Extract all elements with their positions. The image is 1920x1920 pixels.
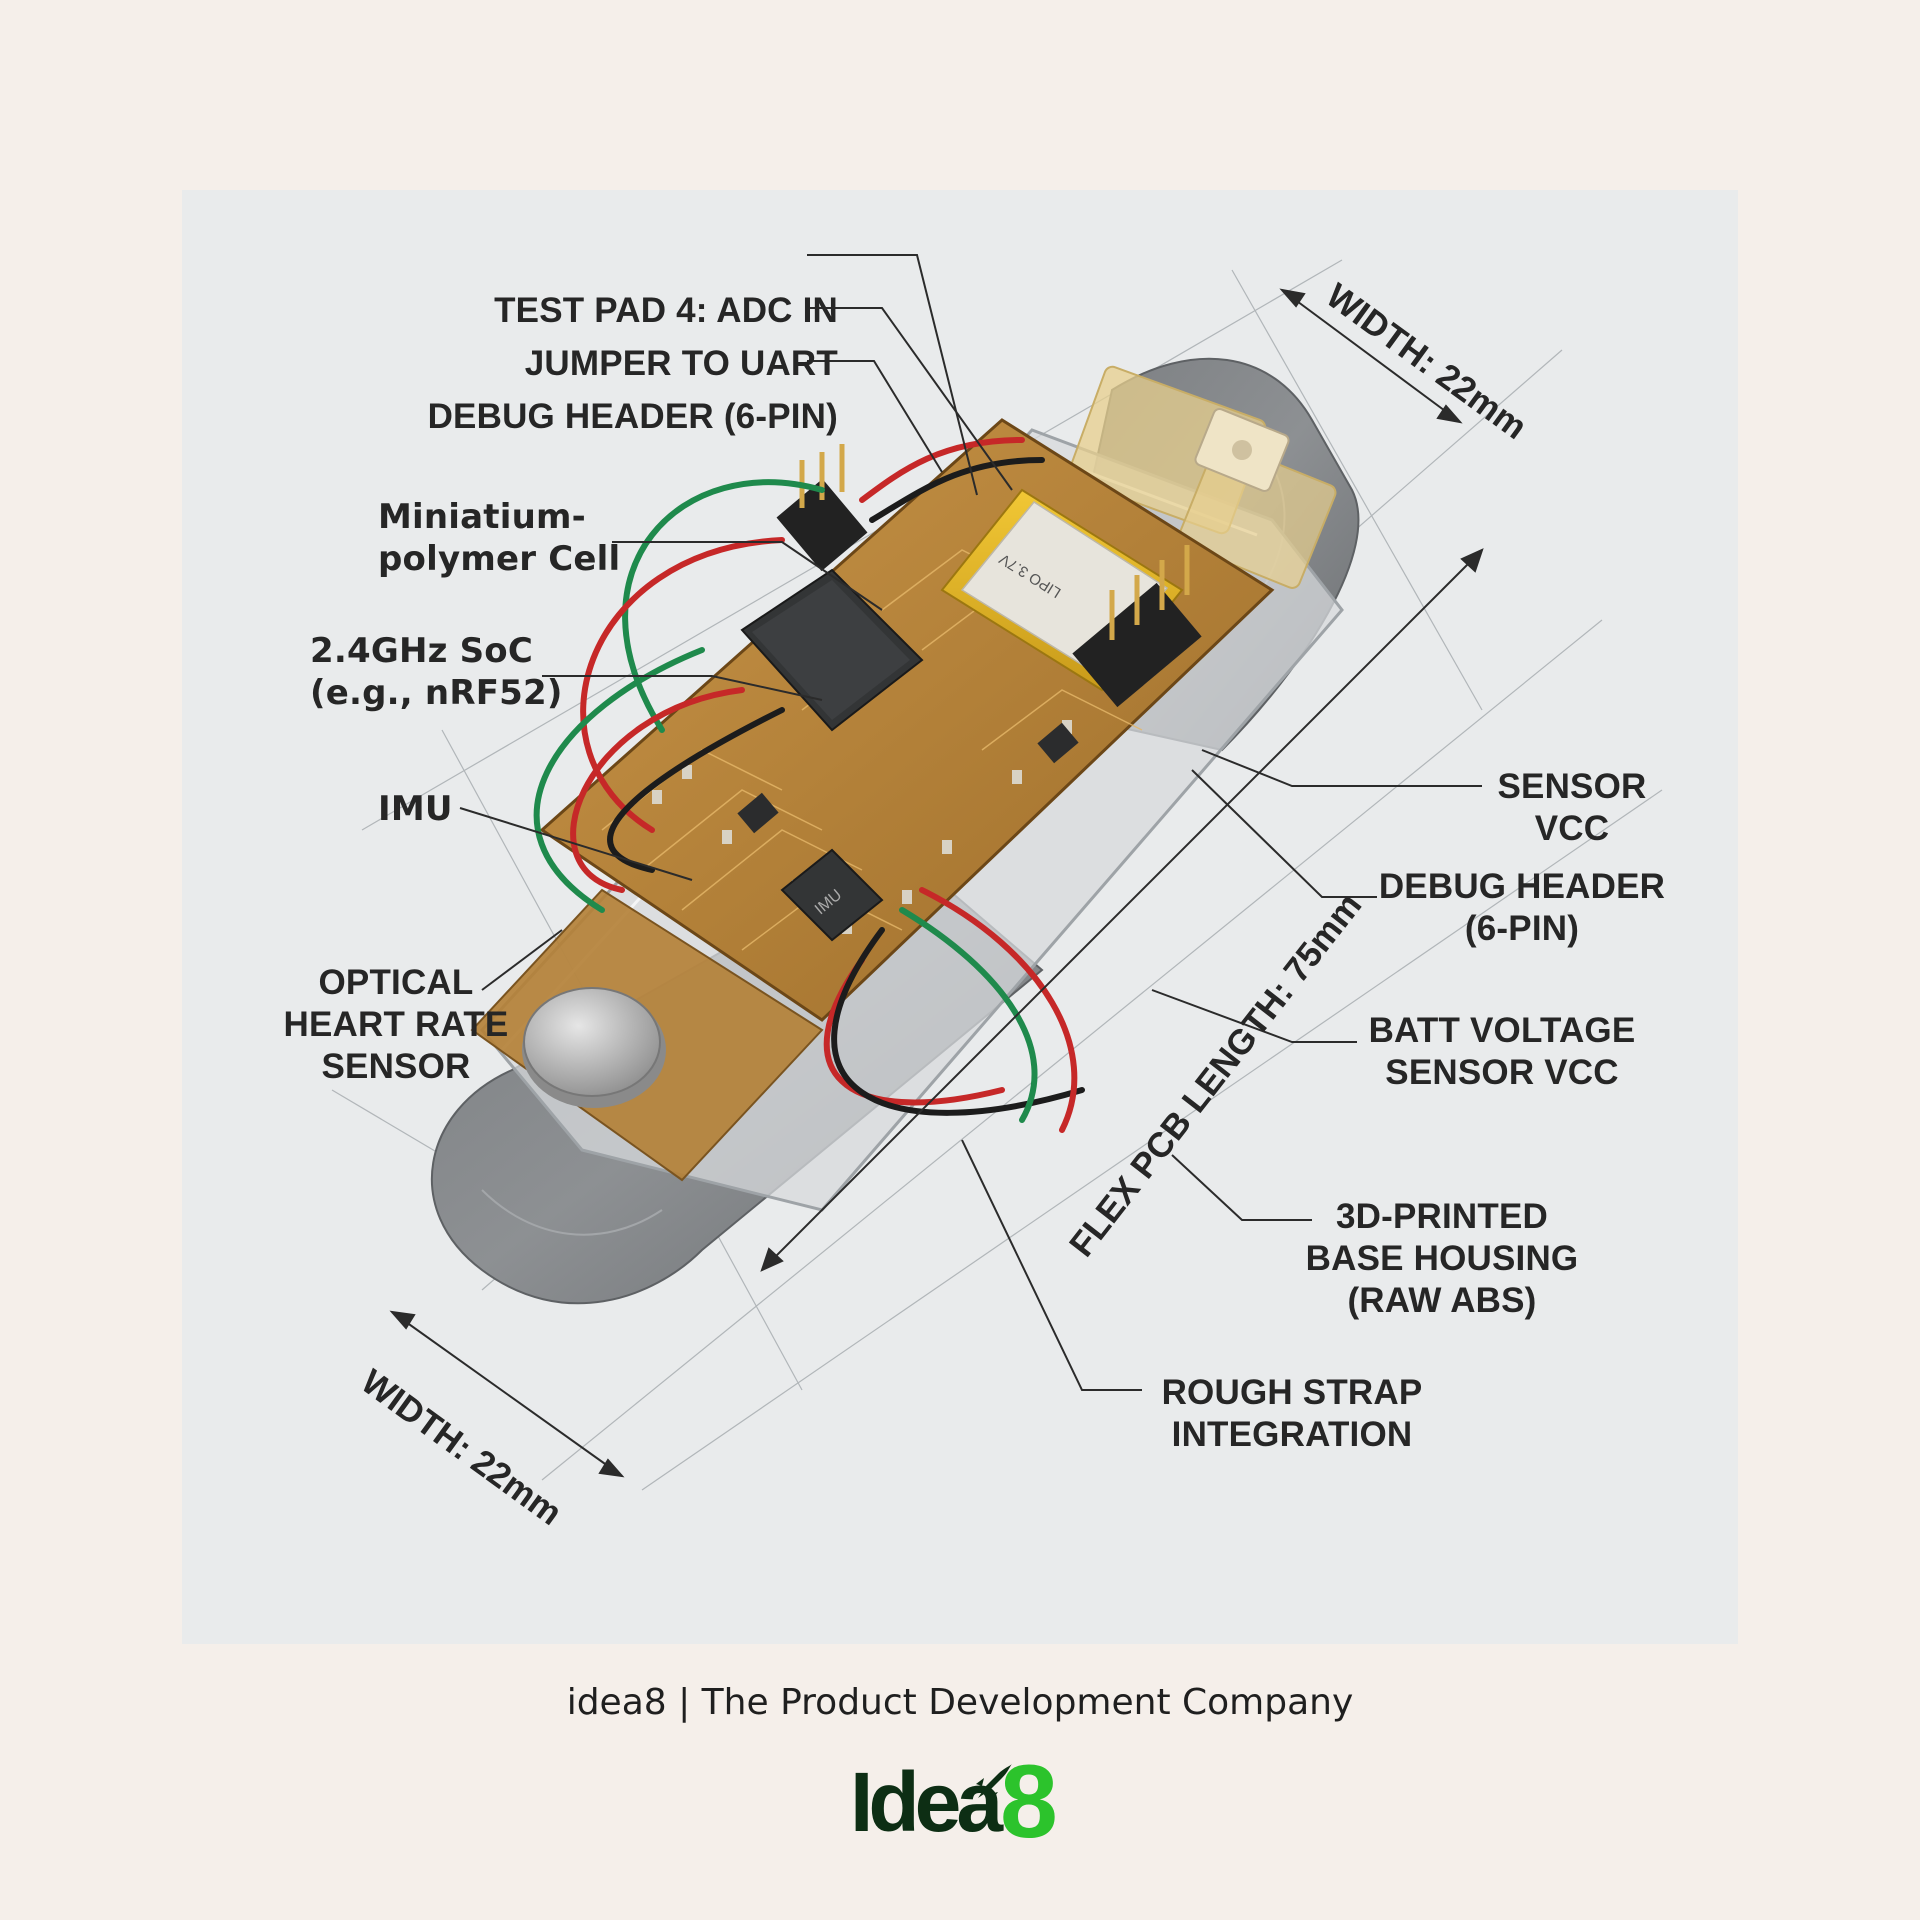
dimension-lines [389,288,1484,1478]
company-tagline: idea8 | The Product Development Company [566,1682,1354,1723]
label-soc: 2.4GHz SoC (e.g., nRF52) [310,631,563,713]
leader-lines [459,254,1482,1391]
debug-header-right [1072,545,1202,708]
wearable-illustration: LIPO 3.7V IMU [331,254,1663,1491]
diagram-panel: LIPO 3.7V IMU [182,190,1738,1644]
label-debug-header-top: DEBUG HEADER (6-PIN) [427,397,838,436]
label-sensor-vcc: SENSOR VCC [1497,767,1647,848]
label-batt-voltage: BATT VOLTAGE SENSOR VCC [1368,1011,1636,1092]
label-cell: Miniatium- polymer Cell [378,497,621,579]
label-imu: IMU [378,789,453,829]
label-optical-sensor: OPTICAL HEART RATE SENSOR [283,963,509,1086]
label-test-pad: TEST PAD 4: ADC IN [494,291,838,330]
rocket-icon [976,1764,1012,1800]
label-debug-header-right: DEBUG HEADER (6-PIN) [1378,867,1666,948]
soc-chip [740,568,924,732]
coin-cell [522,987,666,1108]
imu-chip: IMU [780,848,884,942]
wires [533,437,1085,1133]
label-housing: 3D-PRINTED BASE HOUSING (RAW ABS) [1305,1197,1579,1320]
label-strap: ROUGH STRAP INTEGRATION [1161,1373,1423,1454]
label-jumper: JUMPER TO UART [524,344,838,383]
logo-wordmark: Idea [850,1755,1003,1849]
